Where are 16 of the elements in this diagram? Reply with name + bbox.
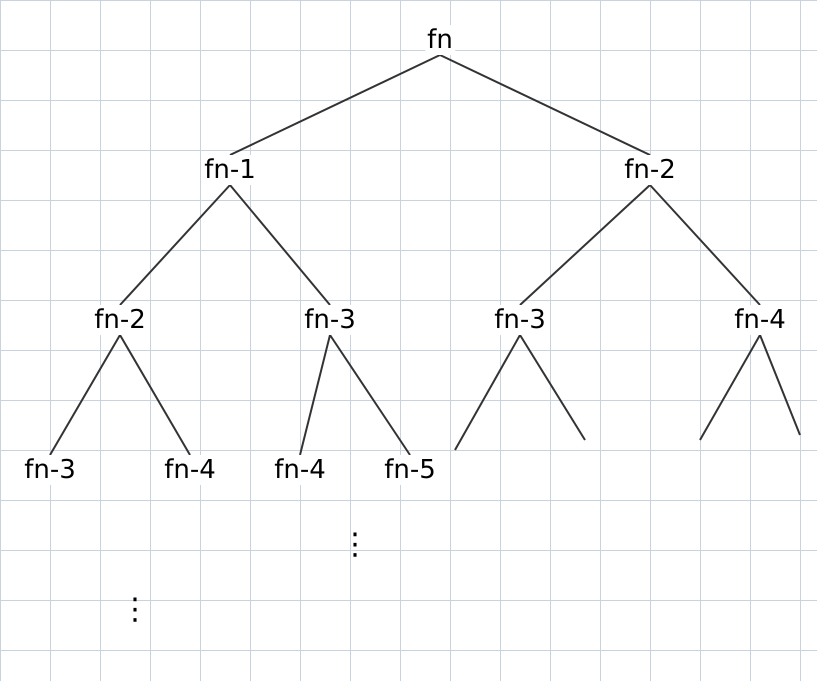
ellipsis-mark: ⋮ (120, 593, 150, 627)
node-label: fn (425, 25, 455, 55)
tree-branch (649, 184, 761, 306)
ellipsis-mark: ⋮ (340, 528, 370, 562)
tree-branch (759, 334, 801, 436)
tree-branch (519, 184, 651, 306)
tree-branch (519, 334, 586, 441)
tree-branch (229, 184, 331, 306)
tree-branch (329, 334, 411, 456)
tree-branch (299, 334, 331, 456)
tree-branch (119, 334, 191, 456)
tree-branch (699, 334, 761, 440)
tree-branch (230, 54, 440, 156)
tree-branch (454, 334, 521, 450)
tree-branch (119, 184, 231, 306)
tree-branch (440, 54, 650, 156)
